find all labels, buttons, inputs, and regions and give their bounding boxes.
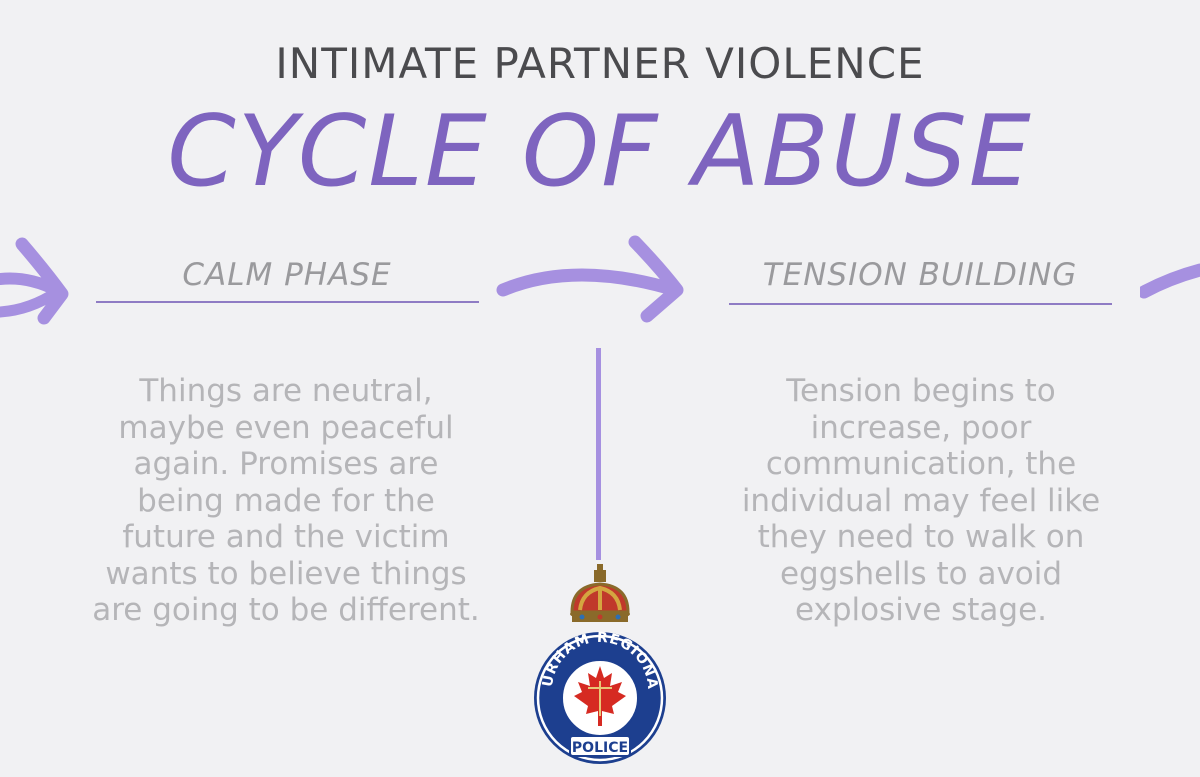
page-subtitle: INTIMATE PARTNER VIOLENCE xyxy=(275,39,925,88)
body-line: they need to walk on xyxy=(757,519,1085,555)
calm-phase-description: Things are neutral, maybe even peaceful … xyxy=(40,373,532,629)
middle-arrow-icon xyxy=(496,235,684,323)
body-line: are going to be different. xyxy=(92,592,480,628)
body-line: eggshells to avoid xyxy=(779,555,1063,592)
body-line: being made for the xyxy=(137,482,435,519)
svg-text:POLICE: POLICE xyxy=(572,740,628,756)
crown-icon xyxy=(570,564,630,622)
page-title: CYCLE OF ABUSE xyxy=(167,95,1033,209)
police-crest-logo: DURHAM REGIONAL POLICE xyxy=(532,556,666,764)
body-line: Things are neutral, xyxy=(139,373,433,409)
calm-phase-divider xyxy=(96,301,479,303)
body-line: again. Promises are xyxy=(133,446,439,482)
body-line: communication, the xyxy=(765,446,1077,482)
timeline-connector xyxy=(596,348,601,560)
body-line: wants to believe things xyxy=(105,555,467,592)
body-line: Tension begins to xyxy=(786,373,1056,409)
body-line: maybe even peaceful xyxy=(118,409,454,446)
left-arrow-icon xyxy=(0,237,69,325)
body-line: explosive stage. xyxy=(794,592,1048,628)
tension-building-heading: TENSION BUILDING xyxy=(762,257,1078,293)
body-line: increase, poor xyxy=(810,409,1032,446)
calm-phase-heading: CALM PHASE xyxy=(182,257,392,293)
tension-building-description: Tension begins to increase, poor communi… xyxy=(680,373,1162,629)
body-line: future and the victim xyxy=(122,519,450,555)
tension-building-divider xyxy=(729,303,1112,305)
right-arrow-icon xyxy=(1140,263,1200,299)
body-line: individual may feel like xyxy=(741,482,1101,519)
